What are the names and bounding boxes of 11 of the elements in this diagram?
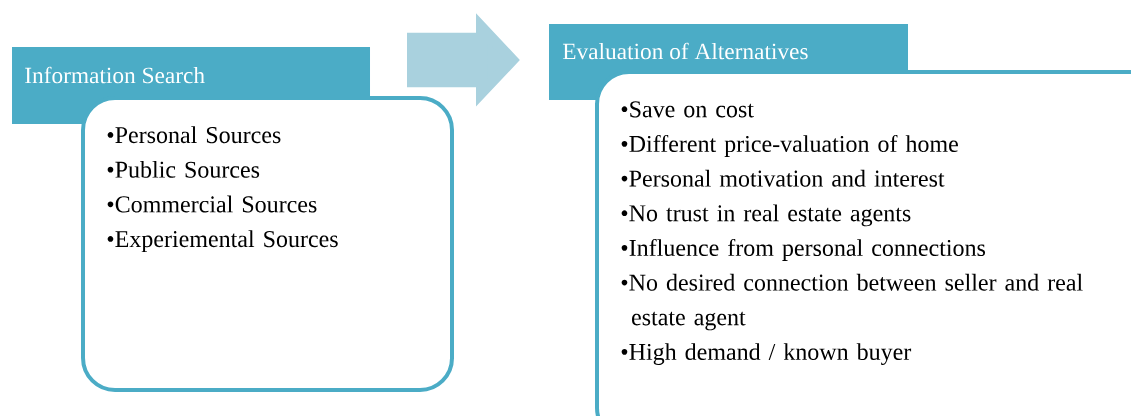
bullet-item: •Personal motivation and interest bbox=[621, 169, 945, 187]
bullet-item: •No trust in real estate agents bbox=[621, 204, 911, 227]
bullet-item: •Save on cost bbox=[621, 101, 754, 118]
bullet-item: •No desired connection between seller and real estate agent bbox=[621, 273, 1083, 331]
bullet-item: •Commercial Sources bbox=[107, 195, 317, 213]
bullet-item: •Personal Sources bbox=[107, 126, 281, 144]
bullet-item: •Influence from personal connections bbox=[621, 238, 985, 261]
bullet-item: •Experiemental Sources bbox=[107, 230, 338, 252]
bullet-item: •Different price-valuation of home bbox=[621, 134, 958, 157]
bullet-item: •Public Sources bbox=[107, 160, 260, 178]
bullet-item: •High demand / known buyer bbox=[621, 343, 912, 365]
